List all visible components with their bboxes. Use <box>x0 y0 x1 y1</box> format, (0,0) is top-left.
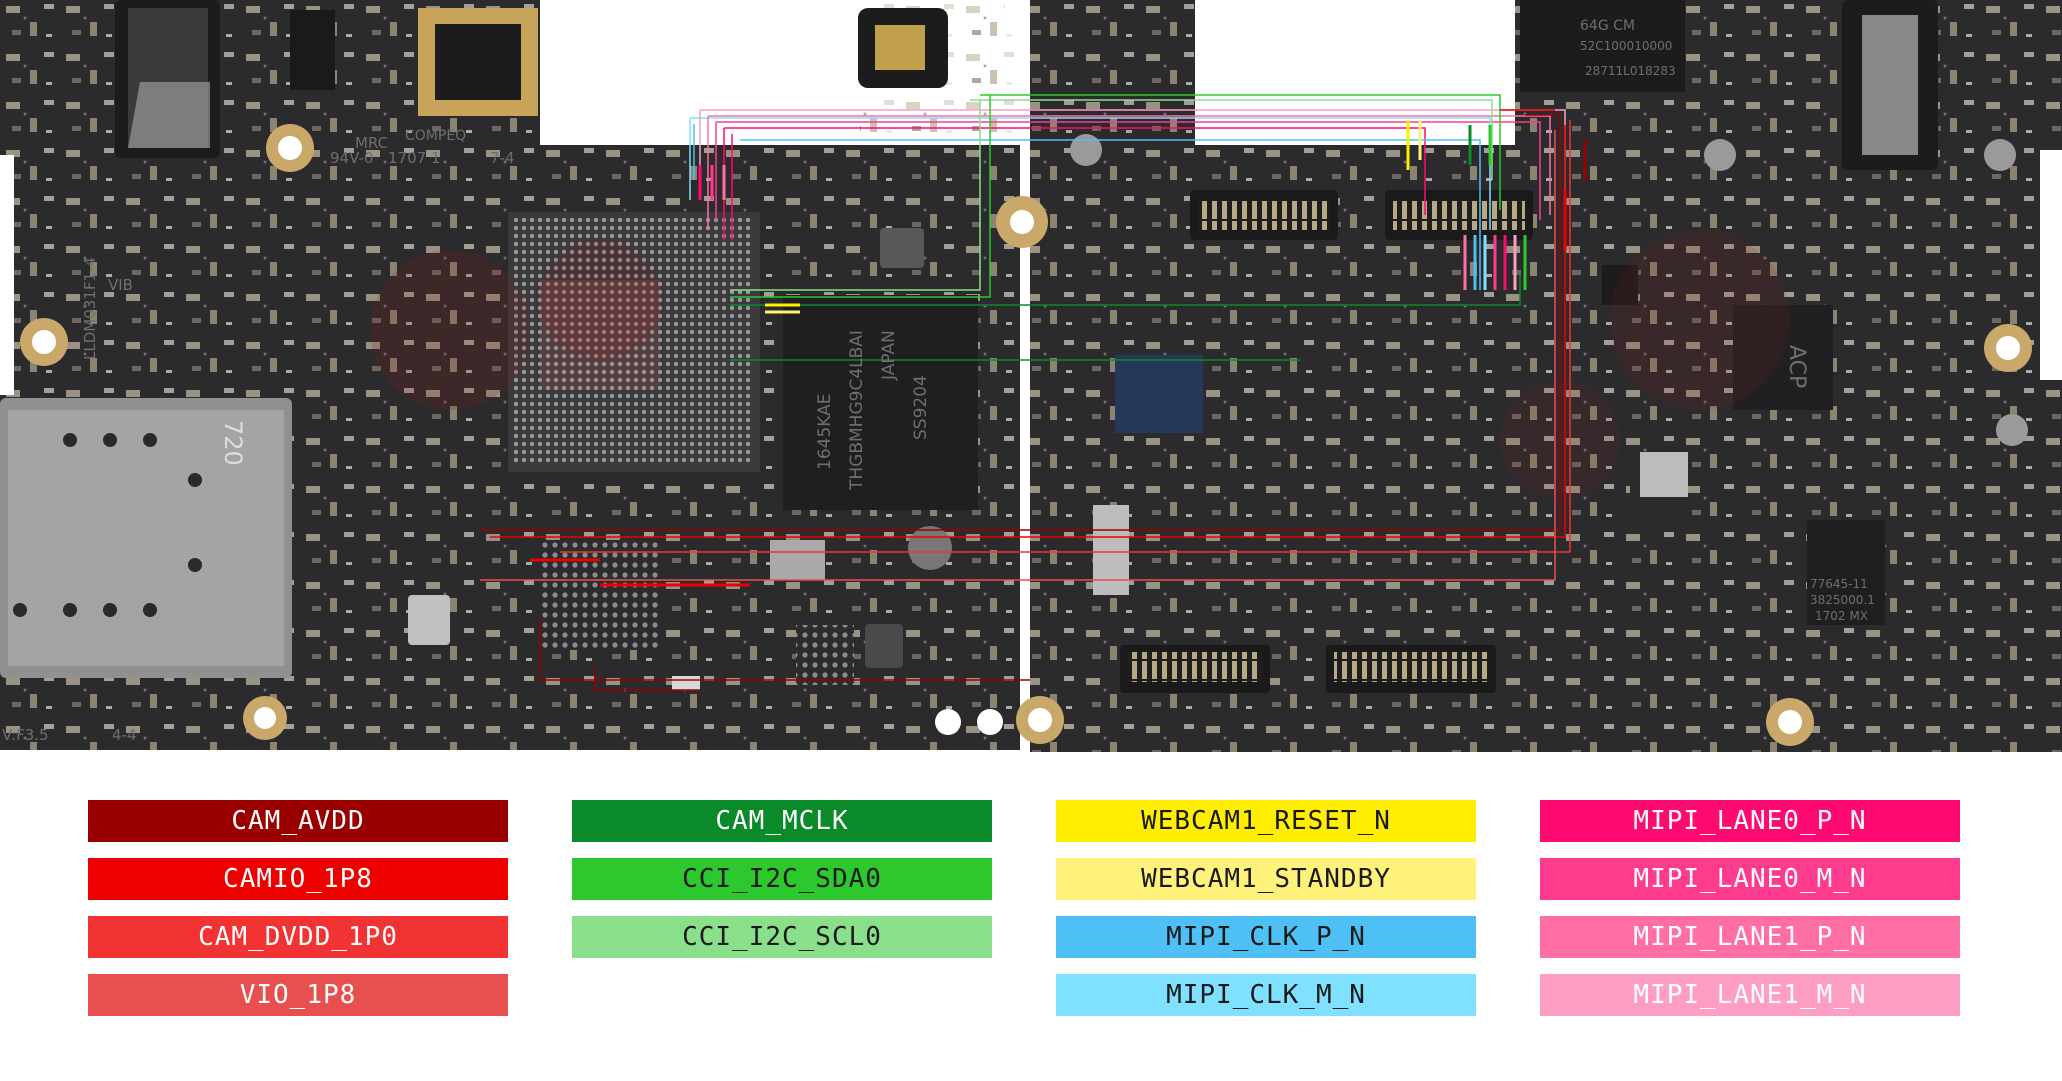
mount-hole-5 <box>1016 696 1064 744</box>
left-board <box>0 0 1020 750</box>
chip-mark-1: 1645KAE <box>815 394 835 470</box>
sim-label: 720 <box>219 420 247 466</box>
legend-item-cci-i2c-sda0: CCI_I2C_SDA0 <box>572 858 992 900</box>
chip-mark-5: 64G CM <box>1580 18 1635 34</box>
silk-rev: 7-4 <box>490 149 515 167</box>
mount-hole-4 <box>996 196 1048 248</box>
silk-94v0: 94V-0 <box>330 149 373 167</box>
legend-item-cam-mclk: CAM_MCLK <box>572 800 992 842</box>
legend-item-mipi-clk-p-n: MIPI_CLK_P_N <box>1056 916 1476 958</box>
silk-date: 1707 1 <box>388 149 441 167</box>
mount-hole-2 <box>20 318 68 366</box>
legend-item-mipi-lane0-m-n: MIPI_LANE0_M_N <box>1540 858 1960 900</box>
silk-vib: VIB <box>108 276 133 294</box>
legend-item-cam-avdd: CAM_AVDD <box>88 800 508 842</box>
silk-mrc: MRC <box>355 134 388 152</box>
mount-hole-6 <box>1766 698 1814 746</box>
legend-column-4: MIPI_LANE0_P_N MIPI_LANE0_M_N MIPI_LANE1_P… <box>1540 800 1960 1032</box>
chip-mark-10: 1702 MX <box>1815 609 1868 623</box>
mount-hole-3 <box>243 696 287 740</box>
chip-mark-3: JAPAN <box>879 330 899 381</box>
silkscreen-text: MRC COMPEQ 94V-0 1707 1 7-4 LLDM031F1-4 … <box>2 18 1875 744</box>
legend-item-camio-1p8: CAMIO_1P8 <box>88 858 508 900</box>
pcb-board-photo: MRC COMPEQ 94V-0 1707 1 7-4 LLDM031F1-4 … <box>0 0 2062 752</box>
chip-mark-7: 28711L018283 <box>1585 64 1676 78</box>
legend-item-cci-i2c-scl0: CCI_I2C_SCL0 <box>572 916 992 958</box>
legend-item-webcam1-reset-n: WEBCAM1_RESET_N <box>1056 800 1476 842</box>
right-board <box>996 0 2062 752</box>
silk-vf: V:F3.5 <box>2 726 49 744</box>
pcb-board-svg: MRC COMPEQ 94V-0 1707 1 7-4 LLDM031F1-4 … <box>0 0 2062 752</box>
legend-item-mipi-lane1-m-n: MIPI_LANE1_M_N <box>1540 974 1960 1016</box>
chip-mark-9: 3825000.1 <box>1810 593 1875 607</box>
chip-mark-4: SS9204 <box>911 375 931 440</box>
chip-mark-6: 52C100010000 <box>1580 39 1672 53</box>
legend-item-mipi-clk-m-n: MIPI_CLK_M_N <box>1056 974 1476 1016</box>
silk-44: 4-4 <box>112 726 137 744</box>
legend-item-vio-1p8: VIO_1P8 <box>88 974 508 1016</box>
legend-column-3: WEBCAM1_RESET_N WEBCAM1_STANDBY MIPI_CLK_P… <box>1056 800 1476 1032</box>
legend-item-webcam1-standby: WEBCAM1_STANDBY <box>1056 858 1476 900</box>
mount-hole-1 <box>266 124 314 172</box>
signal-traces <box>480 94 1587 691</box>
legend-item-cam-dvdd-1p0: CAM_DVDD_1P0 <box>88 916 508 958</box>
mount-hole-7 <box>1984 324 2032 372</box>
legend-item-mipi-lane1-p-n: MIPI_LANE1_P_N <box>1540 916 1960 958</box>
chip-mark-8: 77645-11 <box>1810 577 1868 591</box>
chip-mark-2: THGBMHG9C4LBAI <box>847 330 867 491</box>
silk-part: LLDM031F1-4 <box>81 257 99 360</box>
chip-mark-11: ACP <box>1784 345 1809 388</box>
legend-item-mipi-lane0-p-n: MIPI_LANE0_P_N <box>1540 800 1960 842</box>
silk-compeq: COMPEQ <box>405 128 466 144</box>
